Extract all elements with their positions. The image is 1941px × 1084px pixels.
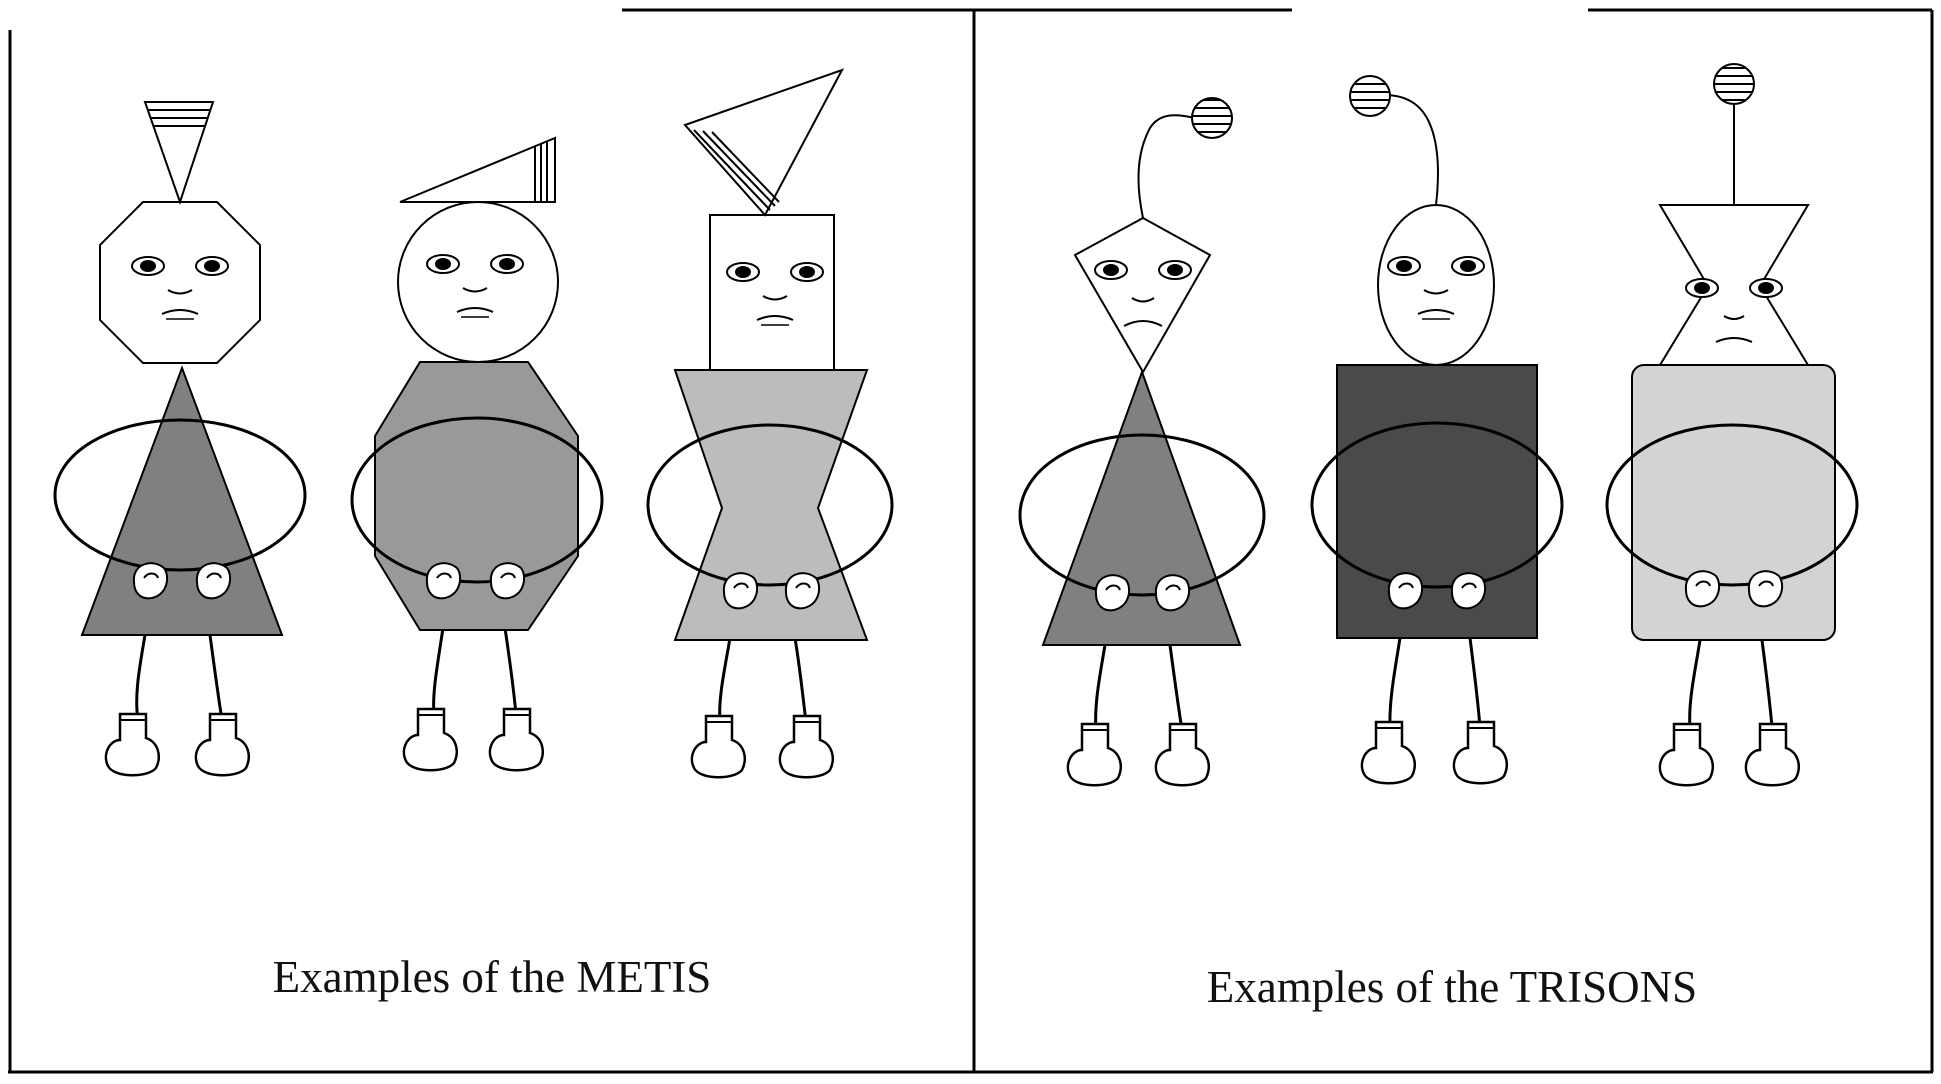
right-fist	[1450, 572, 1487, 610]
triangle-body	[80, 365, 284, 636]
left-boot	[402, 707, 459, 772]
right-fist	[1747, 570, 1784, 608]
arms-loop	[1605, 423, 1859, 587]
hat-stripes	[534, 141, 548, 202]
left-fist	[1094, 574, 1131, 612]
hourglass-body	[673, 369, 869, 641]
right-fist	[784, 572, 821, 610]
rectangle-body	[1336, 364, 1538, 639]
striped-ball	[1191, 97, 1233, 139]
left-fist	[132, 562, 169, 600]
trisons-figure-1	[1018, 97, 1266, 787]
striped-ball	[1713, 63, 1755, 105]
left-fist	[425, 562, 462, 600]
right-boot	[488, 707, 545, 772]
left-boot	[104, 712, 161, 777]
rounded-rectangle-body	[1631, 364, 1836, 641]
left-fist	[1387, 572, 1424, 610]
hat-stripes	[693, 129, 780, 211]
right-boot	[194, 712, 251, 777]
right-boot	[1744, 722, 1801, 787]
right-boot	[778, 714, 835, 779]
legs	[718, 637, 808, 723]
left-boot	[1658, 722, 1715, 787]
right-fist	[195, 562, 232, 600]
frown	[1715, 315, 1753, 343]
striped-ball	[1349, 75, 1391, 117]
legs	[1094, 644, 1184, 731]
right-boot	[1154, 722, 1211, 787]
left-boot	[1066, 722, 1123, 787]
metis-panel: Examples of the METIS	[53, 68, 894, 1002]
curved-right-antenna	[1137, 114, 1196, 219]
arms-loop	[1310, 421, 1564, 589]
left-boot	[1360, 720, 1417, 785]
wedge-striped-triangle-hat	[399, 136, 556, 203]
arms-loop	[1018, 433, 1266, 597]
left-fist	[722, 572, 759, 610]
circle-head	[397, 201, 559, 363]
legs	[135, 634, 224, 721]
right-fist	[1154, 574, 1191, 612]
oval-head	[1377, 204, 1495, 366]
arms-loop	[646, 423, 894, 587]
left-fist	[1684, 570, 1721, 608]
legs	[432, 627, 518, 716]
right-fist	[489, 562, 526, 600]
legs	[1388, 637, 1482, 729]
arms-loop	[350, 416, 604, 584]
metis-figure-2	[350, 136, 604, 772]
hourglass-head	[1658, 204, 1810, 366]
trisons-figure-3	[1605, 63, 1859, 787]
frown	[1123, 297, 1163, 327]
trisons-panel: Examples of the TRISONS	[1018, 63, 1859, 1012]
metis-figure-1	[53, 101, 307, 777]
trisons-caption: Examples of the TRISONS	[1207, 962, 1697, 1012]
triangle-body	[1041, 369, 1242, 646]
curved-left-antenna	[1384, 94, 1439, 206]
rectangle-head	[709, 214, 835, 371]
octagon-head	[99, 201, 261, 364]
legs	[1688, 639, 1774, 729]
frame	[8, 8, 1934, 1074]
right-boot	[1452, 720, 1509, 785]
metis-figure-3	[646, 68, 894, 779]
trisons-figure-2	[1310, 75, 1564, 785]
tilted-striped-triangle-hat	[683, 68, 845, 217]
hexagon-body	[374, 361, 579, 631]
metis-caption: Examples of the METIS	[273, 952, 712, 1002]
arms-loop	[53, 418, 307, 572]
hat-stripes	[147, 109, 211, 127]
kite-head	[1073, 216, 1212, 375]
left-boot	[690, 714, 747, 779]
